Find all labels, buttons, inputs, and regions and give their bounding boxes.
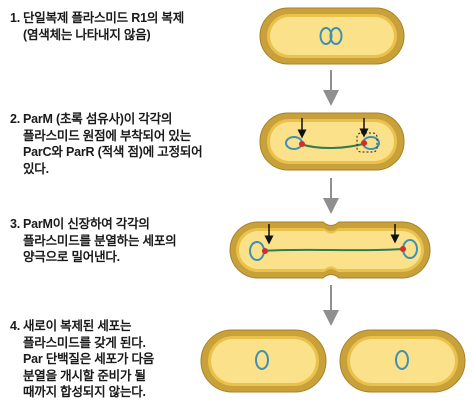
daughter-cell-right [339,329,466,393]
parc-parr-left [299,141,305,147]
step-1: 1.단일복제 플라스미드 R1의 복제 (염색체는 나타내지 않음) [0,10,212,43]
parm-filament [299,142,368,150]
replicated-plasmids [319,27,343,45]
step-1-number: 1. [9,11,20,25]
parc-parr-right [361,140,367,146]
step-3-line-2: 플라스미드를 분열하는 세포의 [23,233,177,248]
step-4: 4.새로이 복제된 세포는 플라스미드를 갖게 된다. Par 단백질은 세포가… [0,318,212,401]
step-4-line-2: 플라스미드를 갖게 된다. [23,335,146,350]
step-3-line-3: 양극으로 밀어낸다. [23,250,120,264]
cell-step-3 [229,221,431,279]
plasmid-daughter-left [255,350,269,370]
step-2: 2.ParM (초록 섬유사)이 각각의 플라스미드 원점에 부착되어 있는 P… [0,111,212,177]
step-2-line-3: ParC와 ParR (적색 점)에 고정되어 [23,145,203,159]
step-4-number: 4. [9,319,20,333]
step-1-line-2: (염색체는 나타내지 않음) [23,27,151,42]
step-4-line-3: Par 단백질은 세포가 다음 [23,352,155,366]
step-3: 3.ParM이 신장하여 각각의 플라스미드를 분열하는 세포의 양극으로 밀어… [0,216,212,266]
daughter-cell-left [200,329,327,393]
step-4-line-4: 분열을 개시할 준비가 될 [23,368,146,383]
step-1-line-1: 1.단일복제 플라스미드 R1의 복제 [0,10,212,27]
plasmid-daughter-right [395,350,409,370]
step-2-line-2: 플라스미드 원점에 부착되어 있는 [23,128,192,143]
step-3-number: 3. [9,217,20,231]
step-2-number: 2. [9,112,20,126]
step-2-line-1: 2.ParM (초록 섬유사)이 각각의 [0,111,212,128]
step-3-line-1: 3.ParM이 신장하여 각각의 [0,216,212,233]
step-4-line-5: 때까지 합성되지 않는다. [23,385,146,399]
parm-filament-elongated [261,248,404,252]
cell-step-1 [259,7,405,65]
cell-step-2 [259,112,405,171]
step-4-line-1: 4.새로이 복제된 세포는 [0,318,212,335]
step-2-line-4: 있다. [23,161,49,176]
